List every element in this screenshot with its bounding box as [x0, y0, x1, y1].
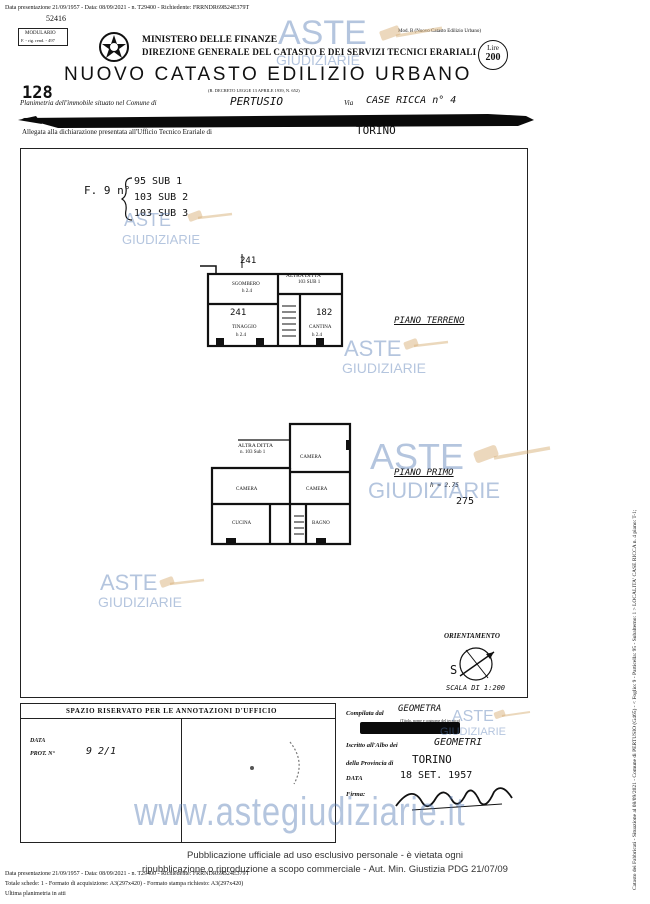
gavel-icon	[403, 338, 449, 350]
label-sgombero: SGOMBERO	[232, 282, 260, 287]
publication-line-2: ripubblicazione o riproduzione a scopo c…	[142, 864, 508, 875]
comune-value: PERTUSIO	[230, 95, 283, 108]
gavel-icon	[187, 210, 233, 222]
label-cantina: CANTINA	[309, 325, 332, 330]
mod-label: Mod. B (Nuovo Catasto Edilizio Urbano)	[398, 29, 482, 34]
data-label: DATA	[30, 738, 46, 744]
scala-label: SCALA DI 1:200	[446, 684, 506, 692]
modulario-box: MODULARIO F. - rig. rend. - 497	[18, 28, 68, 46]
gavel-icon	[159, 576, 205, 588]
totale-schede-line: Totale schede: 1 - Formato di acquisizio…	[5, 881, 244, 887]
label-altra-ditta-2-sub: n. 103 Sub 1	[240, 450, 266, 455]
ufficio-value: TORINO	[356, 124, 396, 137]
watermark-giudiziarie-4: GIUDIZIARIE	[368, 478, 501, 503]
label-241-room: 241	[230, 308, 247, 318]
foglio-label: F. 9 n°	[84, 184, 131, 197]
main-title: NUOVO CATASTO EDILIZIO URBANO	[64, 64, 472, 85]
data2-label: DATA	[346, 775, 363, 782]
sheet-number: 128	[22, 83, 53, 103]
presentation-line-bottom: Data presentazione 21/09/1957 - Data: 08…	[5, 871, 250, 877]
floor-plan-ground	[200, 254, 344, 348]
label-tinaggio: TINAGGIO	[232, 325, 257, 330]
firma-label: Firma:	[346, 791, 366, 798]
orientamento-label: ORIENTAMENTO	[444, 632, 500, 640]
label-piano-primo-num: 275	[456, 496, 475, 507]
iscritto-label: Iscritto all'Albo dei	[346, 742, 398, 749]
provincia-value: TORINO	[412, 753, 452, 766]
compilata-label: Compilata dal	[346, 710, 384, 717]
watermark-giudiziarie-6: GIUDIZIARIE	[440, 726, 507, 738]
north-arrow-icon: S	[450, 647, 495, 681]
label-piano-primo-note: h = 2.75	[430, 482, 459, 489]
label-cucina: CUCINA	[232, 521, 252, 526]
modulario-code: F. - rig. rend. - 497	[21, 38, 55, 43]
label-piano-primo: PIANO PRIMO	[394, 468, 454, 478]
watermark-aste-2: ASTE	[124, 210, 172, 230]
label-camera-2: CAMERA	[236, 487, 258, 492]
spazio-label: SPAZIO RISERVATO PER LE ANNOTAZIONI D'UF…	[66, 707, 278, 715]
republic-emblem-icon	[99, 32, 129, 62]
gavel-icon	[379, 25, 443, 41]
label-piano-terreno: PIANO TERRENO	[394, 316, 465, 326]
office-annotations-box	[20, 703, 336, 843]
watermark-aste-3: ASTE	[344, 336, 402, 361]
svg-text:S: S	[450, 663, 457, 677]
ultima-planimetria-line: Ultima planimetria in atti	[5, 891, 66, 897]
watermark-aste-6: ASTE	[452, 708, 494, 725]
watermark-giudiziarie-3: GIUDIZIARIE	[342, 360, 427, 376]
publication-line-1: Pubblicazione ufficiale ad uso esclusivo…	[186, 850, 464, 861]
brace-icon	[120, 177, 133, 221]
via-label: Via	[344, 99, 354, 107]
particella-3: 103 SUB 3	[134, 208, 189, 219]
particella-2: 103 SUB 2	[134, 192, 189, 203]
label-h24a: h 2.4	[242, 289, 252, 294]
label-altra-ditta-2: ALTRA DITTA	[238, 443, 273, 449]
planimetria-label: Planimetria dell'immobile situato nel Co…	[20, 99, 157, 107]
compilata-value: GEOMETRA	[398, 704, 442, 714]
office-stamp-icon	[250, 741, 300, 785]
via-value: CASE RICCA n° 4	[366, 95, 457, 106]
prot-value: 9 2/1	[86, 746, 117, 757]
form-code: 52416	[46, 14, 66, 23]
lire-value: 200	[485, 52, 501, 63]
floor-plan-first	[210, 422, 352, 546]
label-h24c: h 2.4	[312, 333, 322, 338]
drawing-frame	[20, 148, 528, 698]
iscritto-value: GEOMETRI	[434, 737, 483, 748]
redaction-name	[360, 722, 460, 734]
modulario-label: MODULARIO	[25, 31, 56, 36]
gavel-icon	[493, 709, 531, 719]
label-altra-ditta-1-sub: 103 SUB 1	[298, 280, 321, 285]
side-cadastral-text: Catasto dei Fabbricati - Situazione al 0…	[632, 509, 638, 890]
watermark-giudiziarie-5: GIUDIZIARIE	[98, 594, 183, 610]
label-h24b: h 2.4	[236, 333, 246, 338]
watermark-aste-5: ASTE	[100, 570, 158, 595]
stamp-lire: Lire 200	[478, 40, 508, 70]
ministry-subtitle: DIREZIONE GENERALE DEL CATASTO E DEI SER…	[142, 47, 477, 57]
watermark-giudiziarie-1: GIUDIZIARIE	[276, 52, 361, 68]
label-bagno: BAGNO	[312, 521, 330, 526]
signature-icon	[395, 787, 513, 811]
decree: (R. DECRETO LEGGE 13 APRILE 1939, N. 652…	[208, 88, 300, 93]
watermark-aste-4: ASTE	[370, 436, 465, 477]
provincia-label: della Provincia di	[346, 760, 394, 767]
presentation-line-top: Data presentazione 21/09/1957 - Data: 08…	[5, 5, 250, 11]
gavel-icon	[473, 445, 551, 463]
label-241-top: 241	[240, 256, 257, 266]
redaction-bar	[18, 114, 534, 128]
label-altra-ditta-1: ALTRA DITTA	[286, 273, 321, 279]
particella-1: 95 SUB 1	[134, 176, 183, 187]
allegata-label: Allegata alla dichiarazione presentata a…	[22, 128, 213, 136]
data2-value: 18 SET. 1957	[400, 770, 473, 781]
watermark-site: www.astegiudiziarie.it	[134, 790, 466, 834]
ministry-title: MINISTERO DELLE FINANZE	[142, 35, 278, 45]
prot-label: PROT. N°	[30, 751, 55, 757]
lire-label: Lire	[487, 44, 499, 52]
watermark-giudiziarie-2: GIUDIZIARIE	[122, 232, 201, 247]
label-camera-1: CAMERA	[300, 455, 322, 460]
compilata-hint: (Titolo, nome e cognome del tecnico)	[400, 718, 461, 723]
label-camera-3: CAMERA	[306, 487, 328, 492]
watermark-aste-1: ASTE	[278, 14, 367, 52]
label-182: 182	[316, 308, 333, 318]
